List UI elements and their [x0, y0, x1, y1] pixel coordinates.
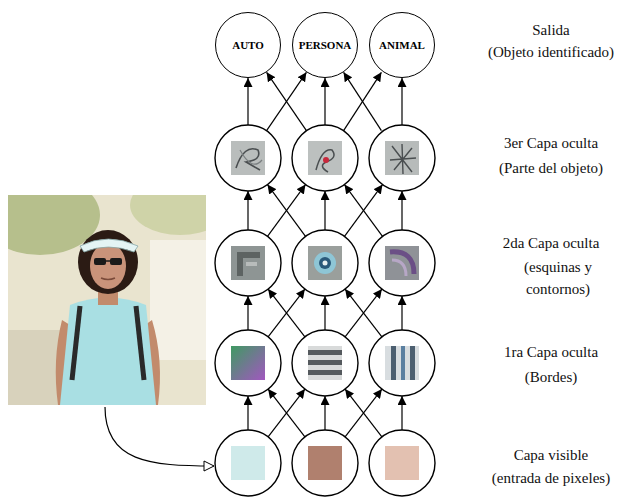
layer-label: (Bordes) — [466, 366, 636, 388]
class-name: ANIMAL — [379, 39, 425, 51]
layer-label: (Parte del objeto) — [466, 157, 636, 179]
contour-filters — [231, 246, 419, 280]
layer-label: Salida — [466, 19, 636, 41]
layer-label: (Objeto identificado) — [466, 41, 636, 63]
layer-label: 1ra Capa oculta — [466, 341, 636, 363]
edge-filters — [231, 346, 419, 380]
input-photo — [8, 195, 206, 405]
layer-label: (entrada de pixeles) — [466, 467, 636, 489]
layer-label: (esquinas y contornos) — [502, 256, 614, 300]
class-name: PERSONA — [299, 39, 352, 51]
layer-label: 3er Capa oculta — [466, 132, 636, 154]
output-circle: ANIMAL — [369, 12, 435, 78]
output-circle: PERSONA — [292, 12, 358, 78]
class-name: AUTO — [232, 39, 264, 51]
part-filters — [231, 141, 419, 175]
neuron-circles — [215, 125, 435, 496]
layer-label: 2da Capa oculta — [466, 232, 636, 254]
layer-label: Capa visible — [466, 444, 636, 466]
input-arrow — [105, 407, 214, 466]
pixel-squares — [231, 446, 419, 480]
output-circle: AUTO — [215, 12, 281, 78]
